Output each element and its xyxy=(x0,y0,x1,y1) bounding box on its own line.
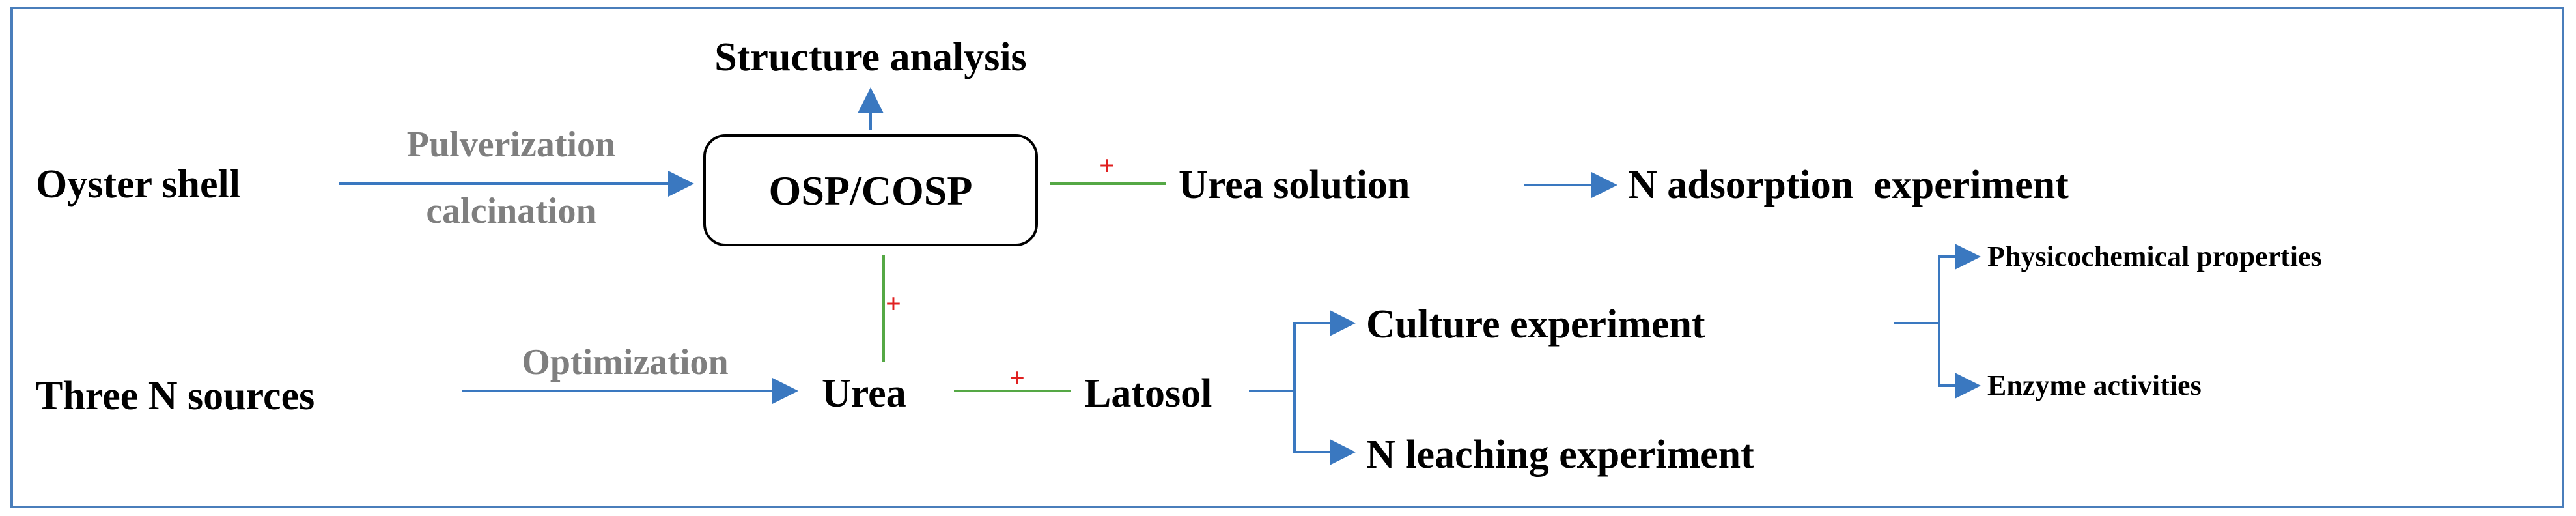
label-urea: Urea xyxy=(822,371,906,416)
arrow-culture-to-physicochemical xyxy=(1938,244,1981,323)
arrow-culture-to-enzyme xyxy=(1938,323,1981,399)
plus-sign-1: + xyxy=(1099,151,1115,181)
label-optimization: Optimization xyxy=(522,342,728,382)
plus-sign-2: + xyxy=(886,289,901,319)
label-pulverization: Pulverization xyxy=(407,124,615,165)
label-culture-experiment: Culture experiment xyxy=(1366,302,1705,347)
label-n-leaching-experiment: N leaching experiment xyxy=(1366,433,1754,477)
label-n-adsorption-experiment: N adsorption experiment xyxy=(1628,163,2069,207)
label-latosol: Latosol xyxy=(1084,371,1212,416)
label-physicochemical-properties: Physicochemical properties xyxy=(1987,240,2322,272)
label-oyster-shell: Oyster shell xyxy=(36,162,240,207)
label-osp-cosp: OSP/COSP xyxy=(769,167,973,214)
plus-sign-3: + xyxy=(1009,364,1025,394)
label-calcination: calcination xyxy=(426,191,596,231)
diagram-frame xyxy=(10,7,2564,508)
label-urea-solution: Urea solution xyxy=(1179,163,1410,207)
label-three-n-sources: Three N sources xyxy=(36,374,315,418)
arrow-latosol-to-leaching xyxy=(1293,391,1356,465)
label-enzyme-activities: Enzyme activities xyxy=(1987,369,2202,401)
label-structure-analysis: Structure analysis xyxy=(714,35,1026,79)
arrow-latosol-to-culture xyxy=(1293,310,1356,391)
osp-cosp-box xyxy=(703,134,1038,246)
